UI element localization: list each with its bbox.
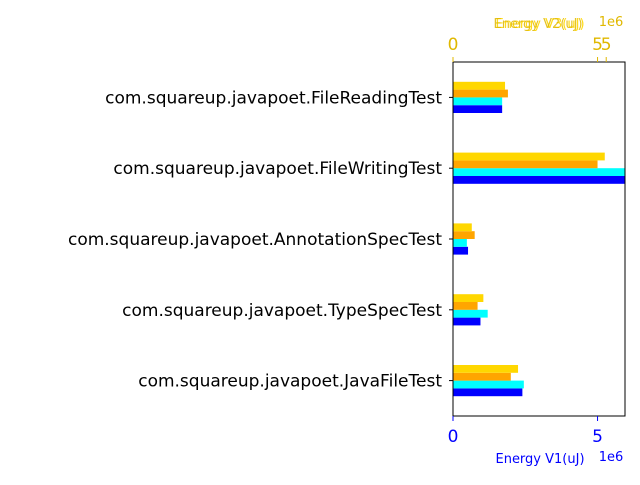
bar: [453, 152, 605, 161]
bottom-tick-label: 0: [448, 427, 459, 447]
top-axis-label-v3: Energy V3(uJ): [495, 17, 584, 32]
bar: [453, 372, 511, 381]
bar: [453, 246, 469, 255]
bottom-axis-label: Energy V1(uJ): [495, 452, 584, 467]
bars-layer: [453, 81, 625, 397]
bar: [453, 388, 523, 397]
bar: [453, 309, 488, 318]
top-x-axis: 0 55: [448, 35, 612, 62]
bar: [453, 223, 472, 232]
bar: [453, 302, 478, 310]
bar: [453, 97, 503, 106]
bottom-tick-label: 5: [592, 427, 603, 447]
category-label: com.squareup.javapoet.FileReadingTest: [105, 88, 442, 108]
bar: [453, 239, 467, 247]
top-axis-offset: 1e6: [599, 15, 624, 30]
bar: [453, 365, 519, 373]
bar: [453, 105, 503, 113]
top-tick-label: 5: [592, 35, 603, 55]
bar: [453, 89, 508, 98]
category-label: com.squareup.javapoet.AnnotationSpecTest: [68, 230, 442, 250]
bar: [453, 168, 625, 176]
bar: [453, 294, 484, 302]
top-axis-label-v2: Energy V2(uJ): [493, 17, 582, 32]
bar: [453, 380, 524, 389]
category-label: com.squareup.javapoet.FileWritingTest: [113, 159, 442, 179]
bar: [453, 317, 481, 326]
bar: [453, 176, 625, 184]
top-tick-label: 0: [448, 35, 459, 55]
top-tick-label: 5: [601, 35, 612, 55]
bar: [453, 231, 475, 239]
bar: [453, 81, 506, 90]
bottom-axis-offset: 1e6: [599, 450, 624, 465]
bar: [453, 160, 598, 169]
plot-frame: [452, 61, 626, 417]
category-labels: com.squareup.javapoet.JavaFileTest com.sq…: [68, 88, 453, 392]
category-label: com.squareup.javapoet.JavaFileTest: [138, 372, 442, 392]
category-label: com.squareup.javapoet.TypeSpecTest: [122, 301, 442, 321]
